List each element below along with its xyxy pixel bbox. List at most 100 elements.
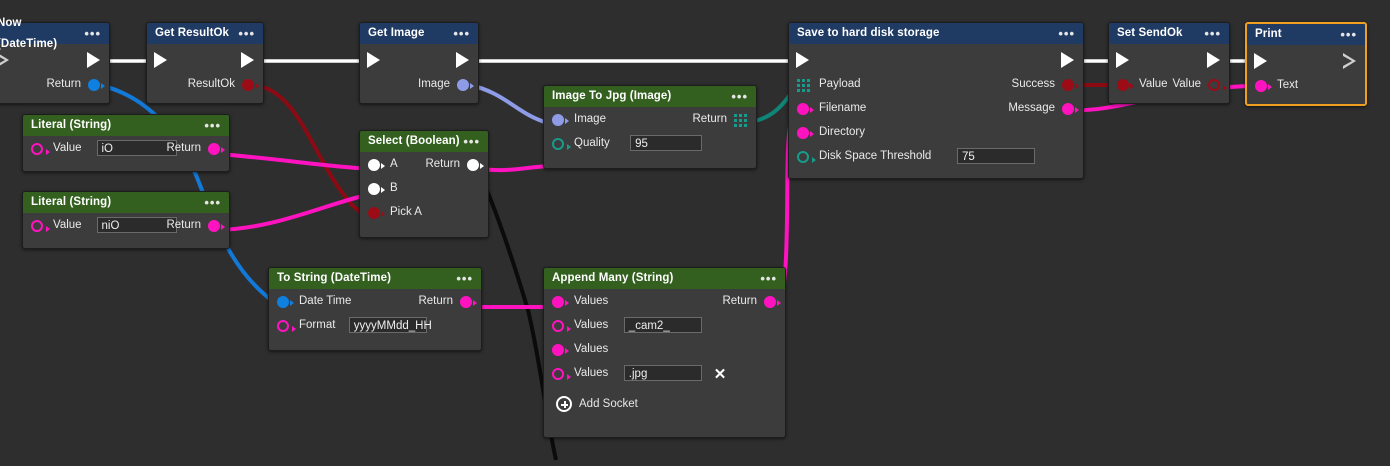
node-get_resultok[interactable]: Get ResultOk•••ResultOk: [146, 22, 264, 104]
input-field-values[interactable]: .jpg: [623, 365, 702, 381]
pin-bool-value[interactable]: [1117, 79, 1134, 91]
node-header-literal1[interactable]: Literal (String) •••: [23, 115, 229, 136]
pin-string-text[interactable]: [1255, 80, 1272, 92]
remove-socket-button[interactable]: ✕: [713, 366, 727, 383]
pin-string-value[interactable]: [31, 143, 50, 155]
exec-in-pin[interactable]: [1254, 53, 1267, 69]
exec-out-pin[interactable]: [241, 52, 254, 68]
input-field-format[interactable]: yyyyMMdd_HH: [348, 317, 432, 333]
node-menu-icon[interactable]: •••: [238, 26, 255, 41]
node-header-print[interactable]: Print •••: [1247, 24, 1365, 45]
input-field-disk-space-threshold[interactable]: 75: [957, 148, 1035, 164]
pin-wildcard-b[interactable]: [368, 183, 385, 195]
wire-literal2-to-select-b: [218, 192, 373, 232]
pin-wildcard-a[interactable]: [368, 159, 385, 171]
pin-string-filename[interactable]: [797, 103, 814, 115]
input-label-date-time: Date Time: [299, 295, 352, 307]
node-menu-icon[interactable]: •••: [204, 195, 221, 210]
pin-bool-pick-a[interactable]: [368, 207, 385, 219]
node-menu-icon[interactable]: •••: [463, 134, 480, 149]
node-title-now: Now (DateTime): [0, 16, 58, 50]
pin-datetime-date-time[interactable]: [277, 296, 294, 308]
node-menu-icon[interactable]: •••: [1204, 26, 1221, 41]
node-header-get_resultok[interactable]: Get ResultOk•••: [147, 23, 263, 44]
pin-string-values[interactable]: [552, 368, 571, 380]
pin-array-grid-icon[interactable]: [797, 79, 810, 92]
node-header-select_bool[interactable]: Select (Boolean)•••: [360, 131, 488, 152]
pin-string-directory[interactable]: [797, 127, 814, 139]
node-header-img_to_jpg[interactable]: Image To Jpg (Image)•••: [544, 86, 756, 107]
pin-wildcard-return[interactable]: [467, 159, 484, 171]
exec-out-pin[interactable]: [1061, 52, 1074, 68]
pin-string-value[interactable]: [31, 220, 50, 232]
input-field-value[interactable]: iO: [96, 140, 177, 156]
exec-in-pin[interactable]: [796, 52, 809, 68]
node-menu-icon[interactable]: •••: [1340, 27, 1357, 42]
exec-out-pin[interactable]: [1343, 53, 1356, 69]
node-menu-icon[interactable]: •••: [84, 26, 101, 41]
node-menu-icon[interactable]: •••: [760, 271, 777, 286]
pin-bool-success[interactable]: [1062, 79, 1079, 91]
node-header-literal2[interactable]: Literal (String)•••: [23, 192, 229, 213]
exec-out-pin[interactable]: [87, 52, 100, 68]
node-header-get_image[interactable]: Get Image•••: [360, 23, 478, 44]
node-now[interactable]: Now (DateTime)•••Return: [0, 17, 110, 104]
node-header-set_sendok[interactable]: Set SendOk•••: [1109, 23, 1229, 44]
node-header-append_many[interactable]: Append Many (String)•••: [544, 268, 785, 289]
input-label-payload: Payload: [819, 78, 861, 90]
exec-in-pin[interactable]: [0, 52, 9, 68]
exec-in-pin[interactable]: [1116, 52, 1129, 68]
wire-resultok-to-picka: [251, 83, 375, 220]
pin-datetime-return[interactable]: [88, 79, 105, 91]
plus-icon: [556, 396, 572, 412]
input-field-quality[interactable]: 95: [630, 135, 703, 151]
pin-string-return[interactable]: [764, 296, 781, 308]
input-field-value[interactable]: niO: [96, 217, 177, 233]
exec-out-pin[interactable]: [456, 52, 469, 68]
pin-string-message[interactable]: [1062, 103, 1079, 115]
pin-string-values[interactable]: [552, 344, 569, 356]
output-label-return: Return: [425, 158, 460, 170]
node-header-save_disk[interactable]: Save to hard disk storage•••: [789, 23, 1083, 44]
input-field-values[interactable]: _cam2_: [623, 317, 702, 333]
pin-string-values[interactable]: [552, 320, 571, 332]
pin-image-image[interactable]: [552, 114, 569, 126]
output-label-value: Value: [1172, 78, 1201, 90]
node-set_sendok[interactable]: Set SendOk••• Value Value: [1108, 22, 1230, 104]
exec-out-pin[interactable]: [1207, 52, 1220, 68]
pin-bool-value[interactable]: [1208, 79, 1227, 91]
pin-array-disk-space-threshold[interactable]: [797, 151, 816, 163]
pin-image-image[interactable]: [457, 79, 474, 91]
pin-string-return[interactable]: [208, 143, 225, 155]
node-menu-icon[interactable]: •••: [204, 118, 221, 133]
node-get_image[interactable]: Get Image•••Image: [359, 22, 479, 104]
node-header-now[interactable]: Now (DateTime) •••: [0, 17, 109, 50]
add-socket-button[interactable]: Add Socket: [556, 396, 638, 412]
node-header-to_string_dt[interactable]: To String (DateTime)•••: [269, 268, 481, 289]
node-menu-icon[interactable]: •••: [731, 89, 748, 104]
input-label-value: Value: [1139, 78, 1168, 90]
pin-string-return[interactable]: [208, 220, 225, 232]
pin-string-return[interactable]: [460, 296, 477, 308]
pin-array-quality[interactable]: [552, 138, 571, 150]
pin-string-format[interactable]: [277, 320, 296, 332]
node-menu-icon[interactable]: •••: [453, 26, 470, 41]
pin-array-grid-icon[interactable]: [734, 114, 747, 127]
exec-in-pin[interactable]: [367, 52, 380, 68]
pin-bool-resultok[interactable]: [242, 79, 259, 91]
node-menu-icon[interactable]: •••: [456, 271, 473, 286]
pin-string-values[interactable]: [552, 296, 569, 308]
node-print[interactable]: Print•••Text: [1245, 22, 1367, 106]
node-title-print: Print: [1255, 28, 1282, 40]
exec-in-pin[interactable]: [154, 52, 167, 68]
node-menu-icon[interactable]: •••: [1058, 26, 1075, 41]
node-title-literal1: Literal (String): [31, 119, 112, 131]
